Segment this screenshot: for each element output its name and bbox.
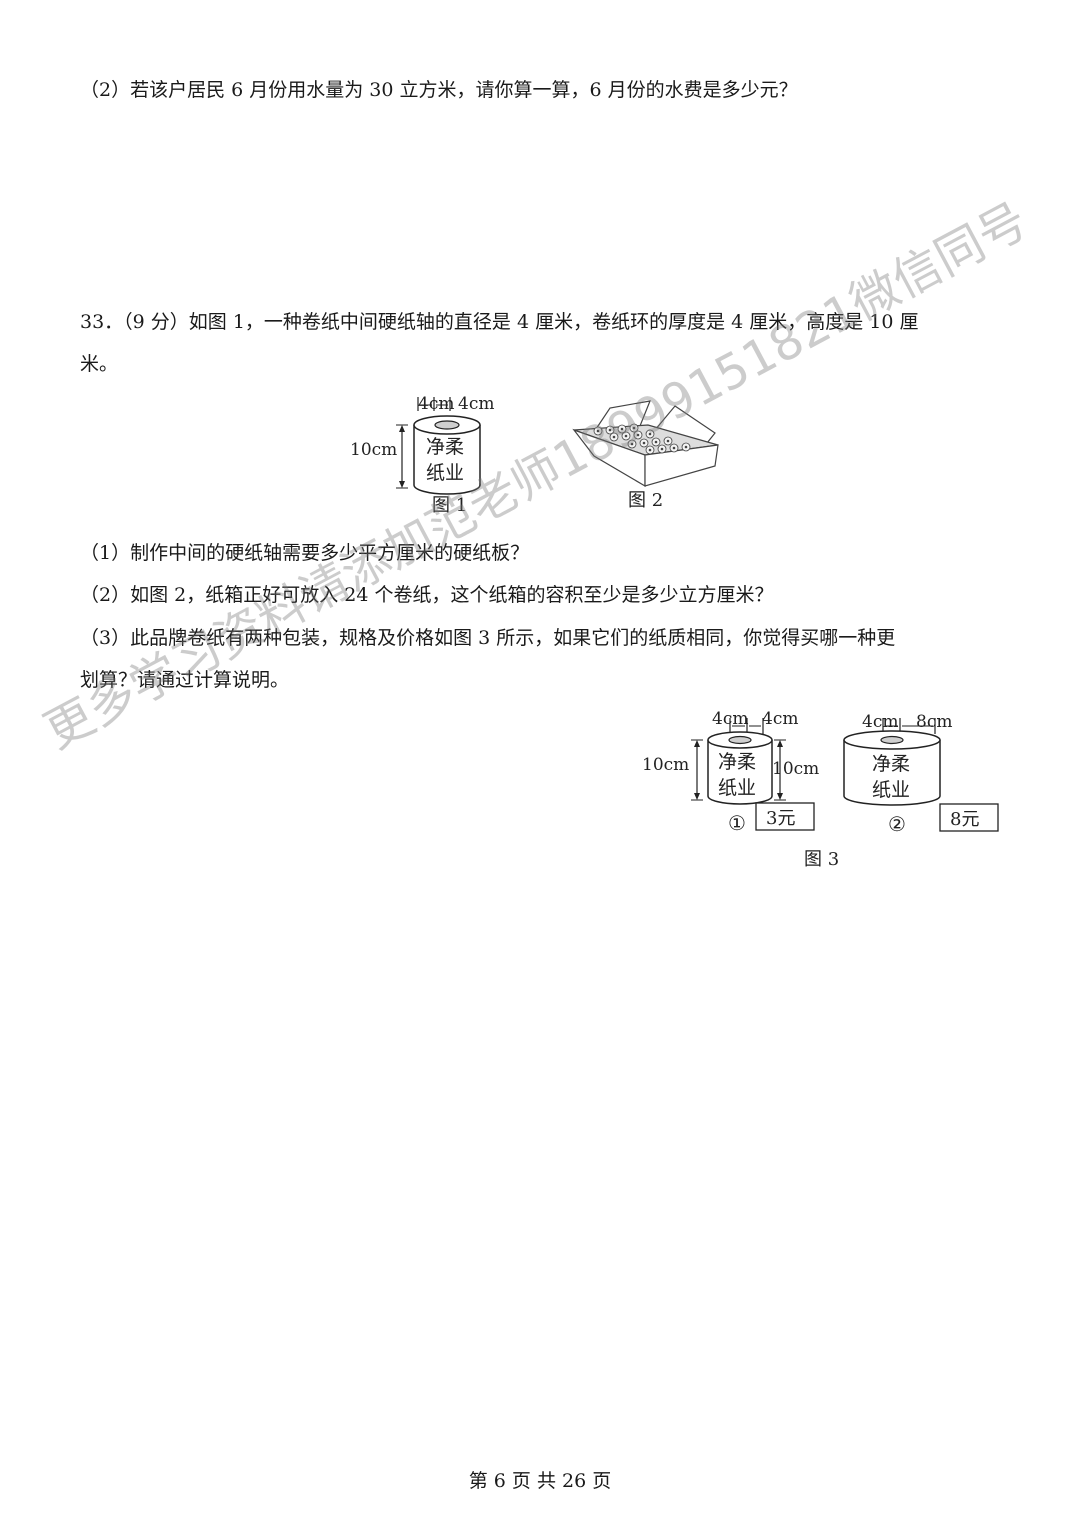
question-33-part-3-line-2: 划算？请通过计算说明。 (80, 669, 290, 691)
question-33-stem-line-2: 米。 (80, 353, 119, 375)
fig3-roll2-price: 8元 (950, 809, 979, 830)
fig1-brand-line-2: 纸业 (426, 462, 464, 484)
fig3-roll1-dim-ring: 4cm (762, 709, 798, 729)
fig3-roll1-marker: ① (728, 811, 746, 835)
fig1-caption: 图 1 (432, 495, 467, 516)
fig3-caption: 图 3 (804, 849, 839, 870)
question-32-part-2: （2）若该户居民 6 月份用水量为 30 立方米，请你算一算，6 月份的水费是多… (80, 79, 798, 101)
fig1-dim-ring: 4cm (458, 394, 494, 414)
page-footer: 第 6 页 共 26 页 (468, 1470, 612, 1492)
fig1-brand-line-1: 净柔 (426, 436, 464, 458)
question-33-part-3-line-1: （3）此品牌卷纸有两种包装，规格及价格如图 3 所示，如果它们的纸质相同，你觉得… (80, 627, 896, 649)
figure-2-box: 图 2 (572, 400, 719, 511)
question-33-stem-line-1: 33．（9 分）如图 1，一种卷纸中间硬纸轴的直径是 4 厘米，卷纸环的厚度是 … (80, 311, 919, 333)
fig3-roll2-marker: ② (888, 812, 906, 836)
fig3-roll1-price: 3元 (766, 808, 795, 829)
question-33-part-1: （1）制作中间的硬纸轴需要多少平方厘米的硬纸板？ (80, 542, 530, 564)
fig3-roll2-dim-core: 4cm (862, 712, 898, 732)
question-33-part-2: （2）如图 2，纸箱正好可放入 24 个卷纸，这个纸箱的容积至少是多少立方厘米？ (80, 584, 774, 606)
figure-3-packages: 4cm 4cm 10cm 净柔 纸业 ① 3元 10cm 4cm 8cm 净柔 … (642, 709, 999, 870)
fig3-roll2-brand-line-1: 净柔 (872, 753, 910, 775)
fig3-roll2-price-box (939, 803, 999, 832)
fig1-dim-core: 4cm (418, 394, 454, 414)
fig3-roll1-price-box (755, 802, 815, 831)
fig3-roll1-brand-line-2: 纸业 (718, 777, 756, 799)
fig2-caption: 图 2 (628, 490, 663, 511)
fig3-roll2-dim-ring: 8cm (916, 712, 952, 732)
fig3-roll1-dim-height: 10cm (642, 755, 689, 775)
figure-1-roll: 4cm 4cm 10cm 净柔 纸业 图 1 (350, 394, 494, 516)
fig3-roll1-brand-line-1: 净柔 (718, 751, 756, 773)
fig1-dim-height: 10cm (350, 440, 397, 460)
fig3-roll2-brand-line-2: 纸业 (872, 779, 910, 801)
fig3-roll2-dim-height: 10cm (772, 759, 819, 779)
fig3-roll1-dim-core: 4cm (712, 709, 748, 729)
